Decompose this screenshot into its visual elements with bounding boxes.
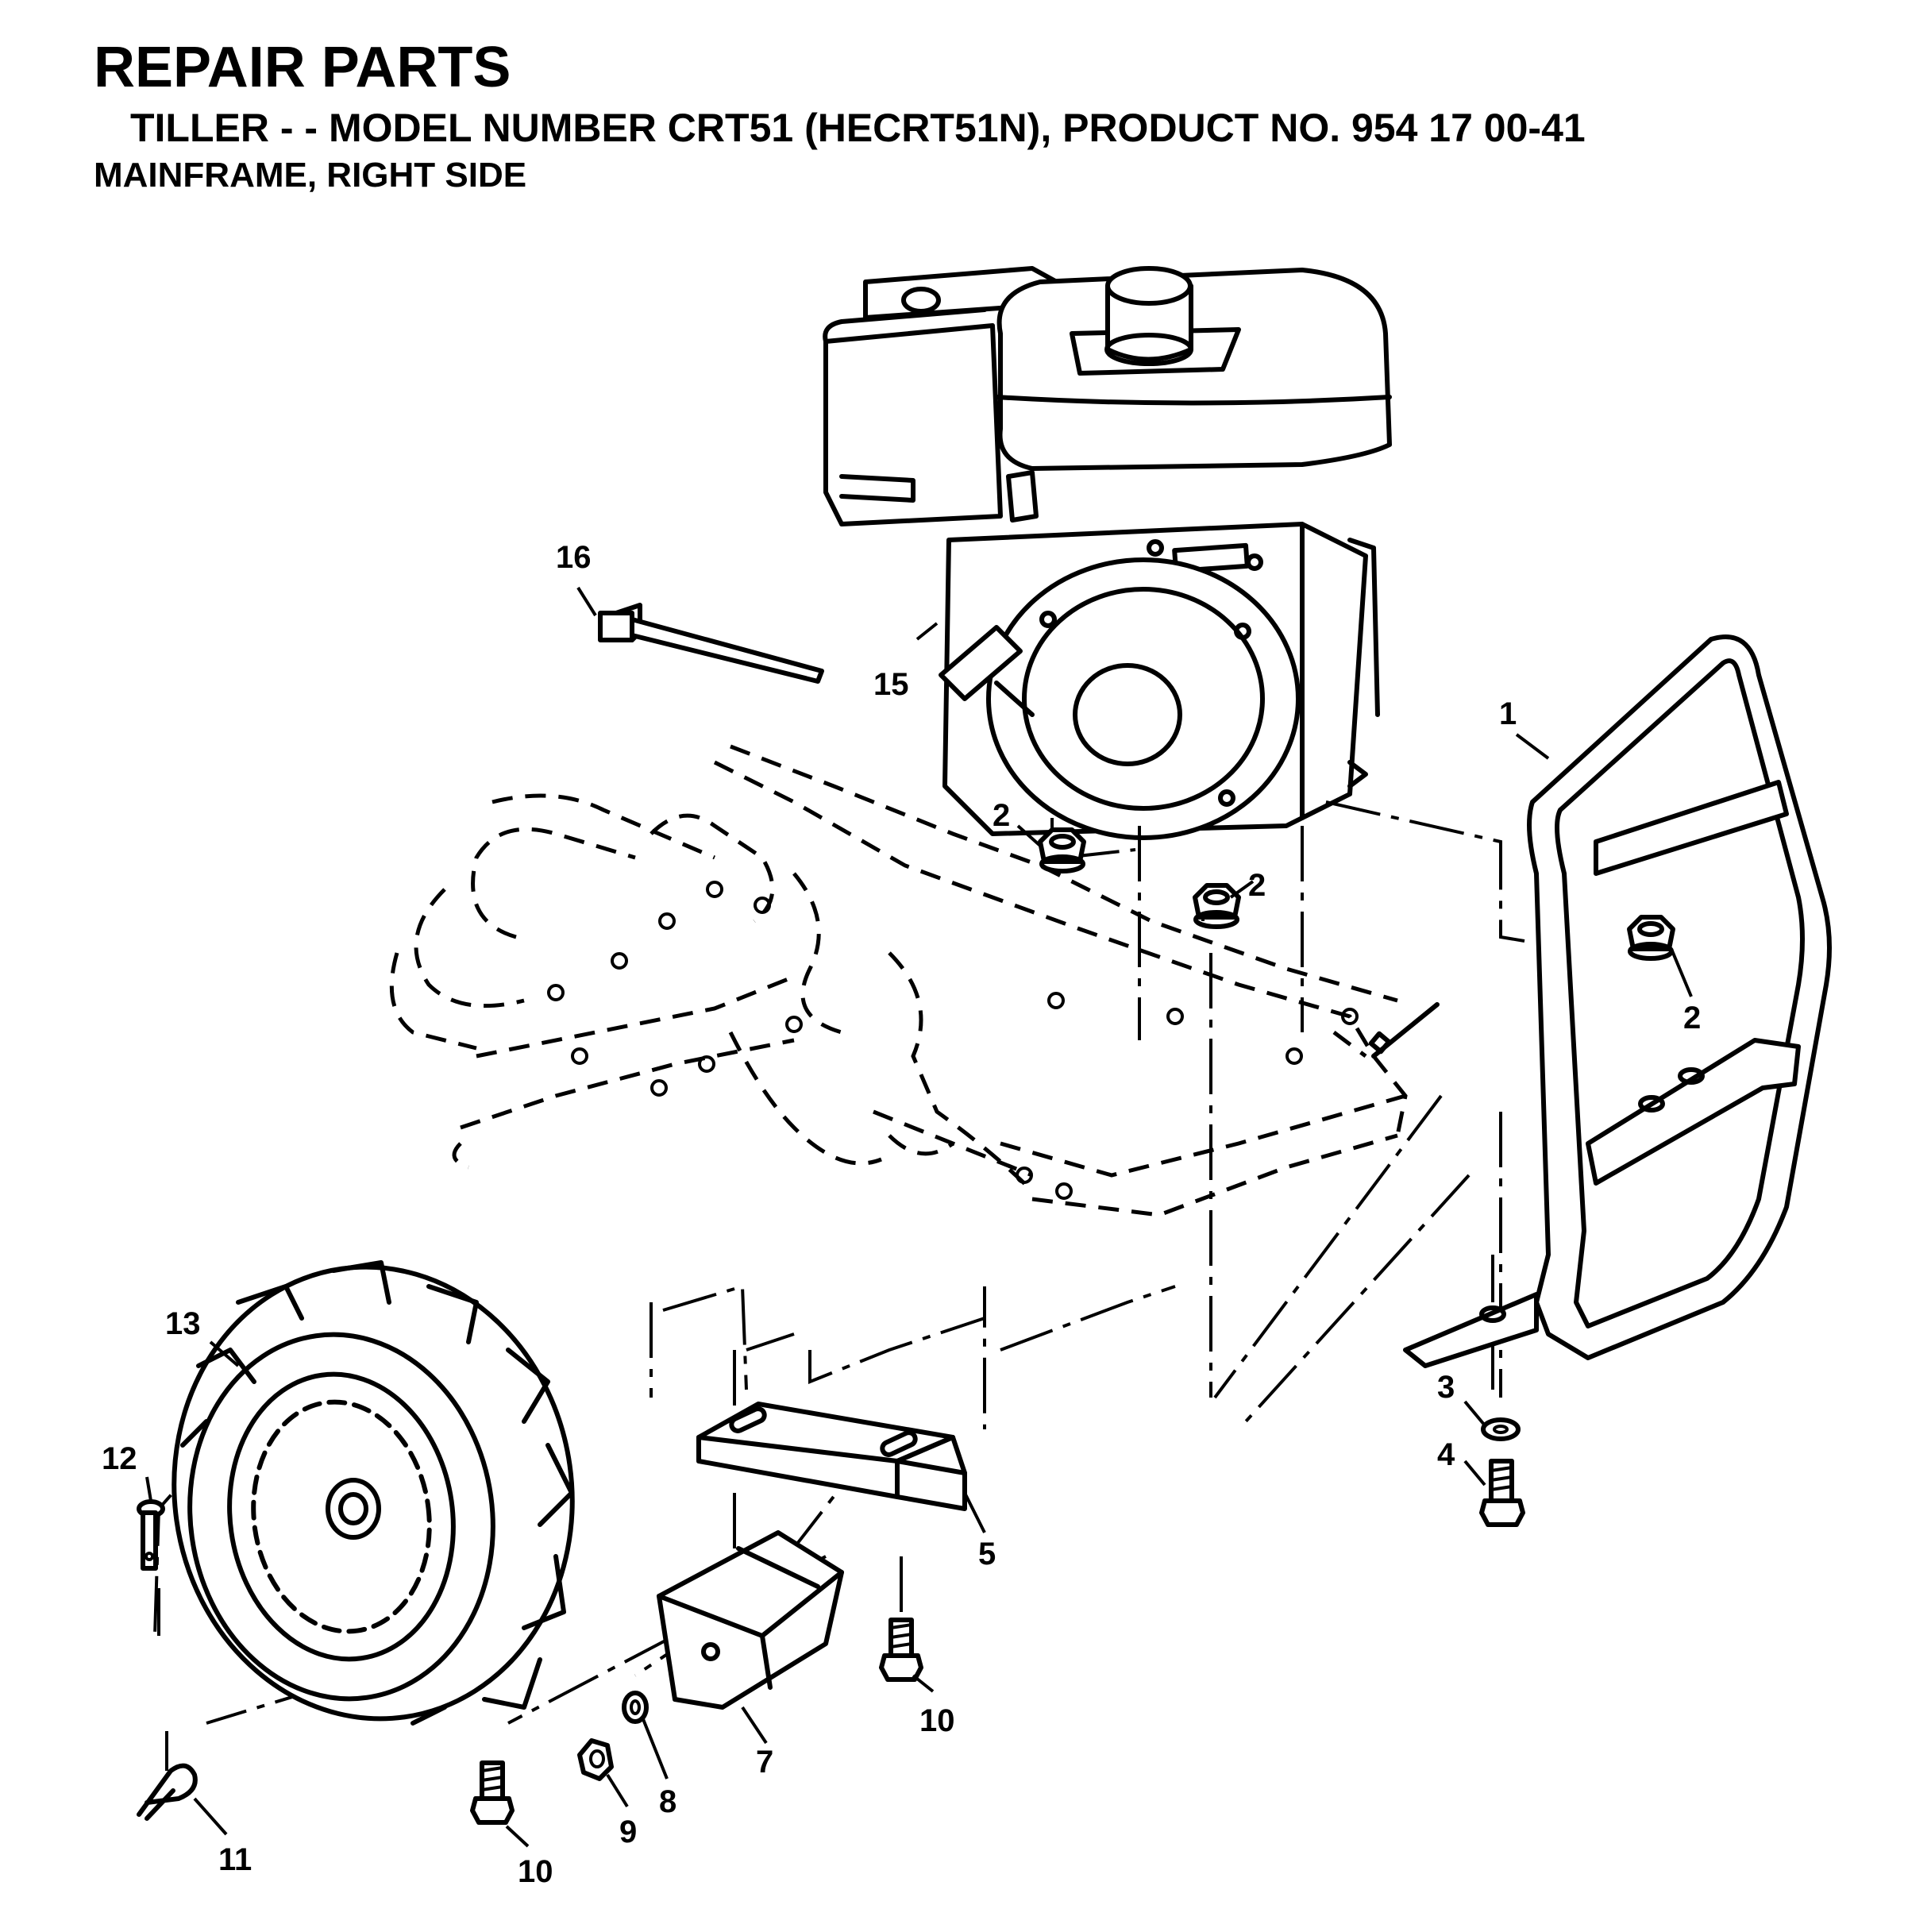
bumper-frame [1403,634,1832,1368]
callout-2-upper: 2 [993,798,1010,833]
page-subtitle: TILLER - - MODEL NUMBER CRT51 (HECRT51N)… [130,105,1586,150]
lock-washer [622,1691,649,1724]
callout-2-middle: 2 [1248,868,1266,903]
page-title: REPAIR PARTS [94,36,511,99]
tine-assembly-reference [389,744,1440,1217]
bracket [696,1402,967,1511]
hex-bolt-lower [470,1760,515,1825]
cable-tie [598,603,824,684]
callout-16: 16 [556,540,592,575]
callout-10-center: 10 [919,1703,955,1738]
callout-leaders [145,586,1693,1848]
hex-bolt-right [1479,1459,1525,1527]
section-title: MAINFRAME, RIGHT SIDE [94,155,527,195]
clevis-pin [137,1499,165,1571]
flange-nut-middle [1193,883,1241,929]
callout-8: 8 [659,1784,676,1819]
callout-2-right: 2 [1683,1001,1701,1035]
wheel [172,1260,575,1726]
engine [823,266,1392,840]
callout-9: 9 [619,1814,637,1849]
callout-13: 13 [165,1306,201,1341]
hex-bolt-center [879,1618,923,1682]
washer [1481,1417,1521,1441]
callout-7: 7 [756,1745,773,1780]
callout-15: 15 [873,667,909,702]
skid-block [657,1530,844,1710]
callout-12: 12 [102,1441,137,1476]
hex-nut-lower [577,1738,614,1781]
callout-4: 4 [1437,1437,1455,1472]
callout-3: 3 [1437,1370,1455,1405]
callout-11: 11 [218,1842,252,1877]
flange-nut-upper [1038,827,1086,873]
callout-10-lower: 10 [518,1854,553,1889]
callout-5: 5 [978,1537,996,1571]
header: REPAIR PARTS TILLER - - MODEL NUMBER CRT… [94,36,1872,195]
callout-labels: 1 2 2 2 3 4 5 7 8 9 10 10 11 12 13 15 16 [102,540,1701,1889]
hairpin-clip [137,1763,198,1821]
callout-1: 1 [1499,696,1517,731]
